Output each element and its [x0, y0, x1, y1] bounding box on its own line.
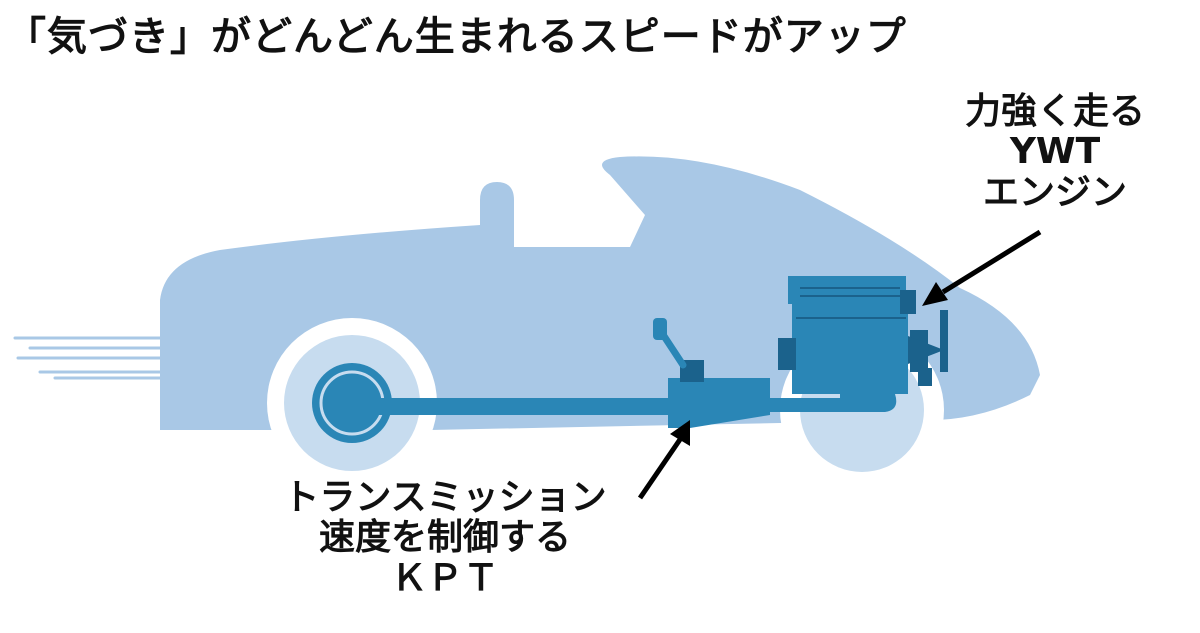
transmission-label-line1: トランスミッション: [283, 477, 607, 518]
engine-label-line1: 力強く走る: [964, 91, 1145, 132]
engine-label-line2: YWT: [1009, 131, 1101, 173]
transmission-label-line2: 速度を制御する: [318, 517, 571, 559]
engine: [778, 276, 948, 412]
rear-hub: [312, 363, 392, 443]
engine-label-line3: エンジン: [982, 171, 1127, 213]
engine-label: 力強く走る YWT エンジン: [920, 91, 1190, 213]
transmission-label-line3: ＫＰＴ: [390, 557, 499, 599]
page-title: 「気づき」がどんどん生まれるスピードがアップ: [6, 14, 907, 60]
drive-shaft: [360, 398, 675, 415]
engine-arrow: [922, 229, 1042, 306]
transmission-arrow: [637, 420, 690, 500]
transmission-label: トランスミッション 速度を制御する ＫＰＴ: [255, 477, 635, 599]
transmission: [653, 318, 770, 428]
